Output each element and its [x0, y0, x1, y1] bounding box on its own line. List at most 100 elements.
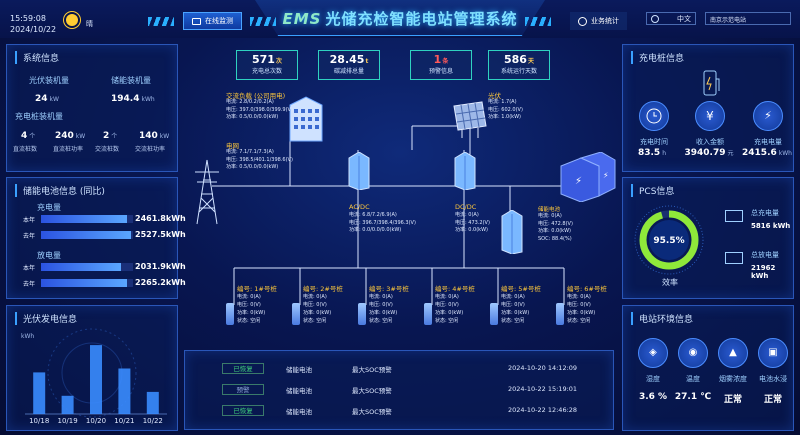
battery-title: 储能电池 [538, 207, 561, 213]
pcs-discharge-label: 总放电量 [751, 251, 779, 259]
battery-discharge-label: 放电量 [37, 251, 61, 260]
dcdc-title: DC/DC [455, 203, 477, 211]
language-select[interactable]: 中文 [646, 12, 696, 25]
solar-panel-icon [453, 101, 487, 138]
pile-reading: 功率: 0(kW) [501, 310, 530, 316]
charging-pile[interactable]: 编号: 4#号桩电流: 0(A)电压: 0(V)功率: 0(kW)状态: 空闲 [424, 283, 482, 325]
pile-reading: 状态: 空闲 [303, 318, 327, 324]
alarm-time: 2024-10-20 14:12:09 [508, 364, 578, 372]
nav-online-monitor-button[interactable]: 在线监测 [183, 12, 242, 30]
alarm-type: 最大SOC预警 [352, 408, 392, 416]
chart-decoration-ring [47, 328, 137, 418]
alarm-status-badge: 已恢复 [222, 363, 264, 374]
weather-text: 晴 [86, 20, 93, 28]
chart-bar[interactable] [61, 395, 74, 414]
ac-load-title: 交流负载 (公司用电) [226, 92, 286, 100]
pile-title: 编号: 1#号桩 [237, 285, 277, 293]
charger-capacity-label: 充电桩装机量 [15, 112, 63, 121]
chart-x-tick: 10/21 [114, 417, 134, 425]
smoke-icon: ▲ [718, 338, 748, 368]
kpi-card: 1条预警信息 [410, 50, 472, 80]
kpi-value: 1条 [433, 53, 449, 66]
grid-title: 电网 [226, 142, 239, 150]
battery-charge-label: 充电量 [37, 203, 61, 212]
title-text: 光储充检智能电站管理系统 [325, 10, 518, 28]
pv-generation-title: 光伏发电信息 [15, 312, 77, 325]
pile-reading: 电流: 0(A) [369, 294, 393, 300]
pile-reading: 功率: 0(kW) [303, 310, 332, 316]
discharge-last-year-row: 去年 2265.2kWh [23, 277, 193, 289]
discharge-this-year-value: 2031.9kWh [135, 262, 186, 271]
pile-reading: 电流: 0(A) [303, 294, 327, 300]
chart-x-tick: 10/20 [86, 417, 106, 425]
income-label: 收入金额 [696, 138, 724, 146]
ac-count-label: 交流桩数 [95, 146, 120, 153]
dc-power-label: 直流桩功率 [53, 146, 84, 153]
station-select[interactable]: 南京示范电站 [705, 12, 791, 25]
bar-fill [41, 215, 127, 223]
charger-cabinet-icon: ⚡ ⚡ [560, 152, 616, 202]
charging-pile[interactable]: 编号: 6#号桩电流: 0(A)电压: 0(V)功率: 0(kW)状态: 空闲 [556, 283, 614, 325]
header-decoration-right [525, 17, 551, 26]
pile-reading: 功率: 0(kW) [435, 310, 464, 316]
language-value: 中文 [677, 14, 691, 23]
chart-bar[interactable] [90, 345, 102, 414]
year-label: 去年 [23, 281, 36, 288]
pcs-charge-label: 总充电量 [751, 209, 779, 217]
chart-bar[interactable] [33, 372, 46, 414]
env-value: 正常 [763, 395, 782, 405]
kpi-card: 586天系统运行天数 [488, 50, 550, 80]
charging-pile[interactable]: 编号: 2#号桩电流: 0(A) 电压: 0(V) 功率: 0(kW) 状态: 空闲 [292, 283, 350, 325]
humidity-icon: ◈ [638, 338, 668, 368]
pile-title: 编号: 5#号桩 [501, 285, 541, 293]
kpi-value: 586天 [504, 53, 534, 66]
kpi-value: 28.45t [329, 53, 369, 66]
charging-pile[interactable]: 编号: 1#号桩电流: 0(A)电压: 0(V)功率: 0(kW)状态: 空闲 [226, 283, 284, 325]
kpi-card: 571次充电总次数 [236, 50, 298, 80]
chart-bar[interactable] [118, 368, 131, 415]
alarm-time: 2024-10-22 15:19:01 [508, 385, 578, 393]
charge-this-year-row: 本年 2461.8kWh [23, 213, 193, 225]
pile-reading: 状态: 空闲 [501, 318, 525, 324]
charging-pile[interactable]: 编号: 3#号桩电流: 0(A)电压: 0(V)功率: 0(kW)状态: 空闲 [358, 283, 416, 325]
bar-track [41, 263, 133, 271]
gauge-outer-ring [634, 205, 704, 275]
nav-online-monitor-label: 在线监测 [205, 17, 233, 25]
pile-title: 编号: 4#号桩 [435, 285, 475, 293]
stats-icon [578, 16, 587, 26]
pile-icon [226, 303, 234, 325]
battery-info-title: 储能电池信息 (同比) [15, 184, 105, 197]
chart-x-tick: 10/19 [58, 417, 78, 425]
pile-reading: 电压: 0(V) [567, 302, 591, 308]
charging-pile[interactable]: 编号: 5#号桩电流: 0(A)电压: 0(V)功率: 0(kW)状态: 空闲 [490, 283, 548, 325]
kpi-label: 预警信息 [428, 68, 453, 75]
alarm-status-badge: 已恢复 [222, 405, 264, 416]
year-label: 本年 [23, 217, 36, 224]
nav-business-stats-button[interactable]: 业务统计 [570, 12, 627, 30]
pile-reading: 状态: 空闲 [435, 318, 459, 324]
chart-y-unit: kWh [21, 333, 34, 340]
pile-reading: 状态: 空闲 [567, 318, 591, 324]
title-prefix: EMS [282, 10, 322, 28]
chart-bar[interactable] [146, 391, 159, 414]
kpi-label: 碳减排总量 [333, 68, 364, 75]
yuan-icon: ¥ [695, 101, 725, 131]
pcs-efficiency-label: 效率 [662, 278, 678, 287]
pile-reading: 电压: 0(V) [303, 302, 327, 308]
pile-icon [424, 303, 432, 325]
alarm-type: 最大SOC预警 [352, 387, 392, 395]
dc-count-label: 直流桩数 [13, 146, 38, 153]
charger-info-title: 充电桩信息 [631, 51, 684, 64]
bar-fill [41, 279, 127, 287]
pile-title: 编号: 2#号桩 [303, 285, 343, 293]
pile-icon [292, 303, 300, 325]
pile-reading: 电压: 0(V) [435, 302, 459, 308]
